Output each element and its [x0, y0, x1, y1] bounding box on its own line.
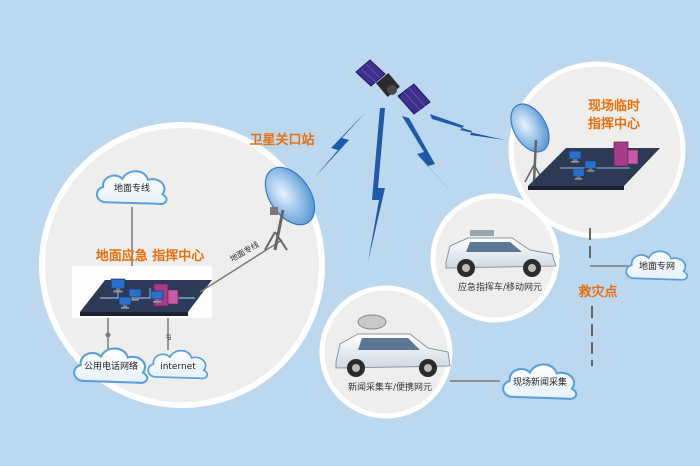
news-vehicle-label: 新闻采集车/便携网元: [348, 381, 432, 393]
ground-command-center: 地面专线 地面应急 指挥中心 地面专线 IP 公用电: [39, 122, 325, 408]
command-vehicle-label: 应急指挥车/移动网元: [458, 281, 542, 293]
ground-network-platform: [72, 266, 212, 318]
signal-bolt: [402, 116, 460, 202]
signal-bolt: [314, 112, 366, 178]
field-network-platform: [528, 141, 660, 190]
cloud-field-news-label: 现场新闻采集: [513, 376, 567, 388]
cloud-ground-private-label: 地面专网: [639, 260, 675, 272]
satellite-dish-icon: [264, 166, 316, 251]
signal-bolt: [430, 114, 505, 140]
cloud-field-news-collection: 现场新闻采集: [502, 363, 578, 401]
field-command-center: 现场临时 指挥中心: [508, 61, 686, 239]
satellite-icon: [355, 59, 431, 115]
cloud-public-phone-label: 公用电话网络: [84, 360, 138, 372]
server-icon: [613, 141, 629, 167]
suv-icon: [445, 230, 557, 277]
cloud-ground-line-top: 地面专线: [95, 170, 168, 206]
cloud-internet: internet: [147, 349, 209, 380]
cloud-public-phone-network: 公用电话网络: [73, 347, 149, 384]
command-vehicle: 应急指挥车/移动网元: [430, 193, 560, 323]
field-center-title-line1: 现场临时: [588, 98, 640, 114]
satellite-gateway: 卫星关口站: [249, 132, 316, 251]
signal-links: [314, 108, 505, 262]
disaster-point: 救灾点: [578, 228, 628, 366]
ground-center-title: 地面应急 指挥中心: [96, 248, 205, 264]
disaster-point-label: 救灾点: [578, 284, 617, 300]
cloud-ground-line-top-label: 地面专线: [114, 182, 150, 194]
ip-label: IP: [164, 334, 172, 340]
news-vehicle: 新闻采集车/便携网元: [319, 285, 453, 419]
signal-bolt: [368, 108, 385, 262]
news-van-icon: [335, 314, 451, 377]
field-center-title-line2: 指挥中心: [588, 116, 640, 132]
ground-line-link: [199, 239, 283, 293]
satellite-gateway-label: 卫星关口站: [249, 132, 314, 148]
cloud-internet-label: internet: [160, 362, 196, 372]
cloud-ground-private-network: 地面专网: [625, 250, 689, 281]
